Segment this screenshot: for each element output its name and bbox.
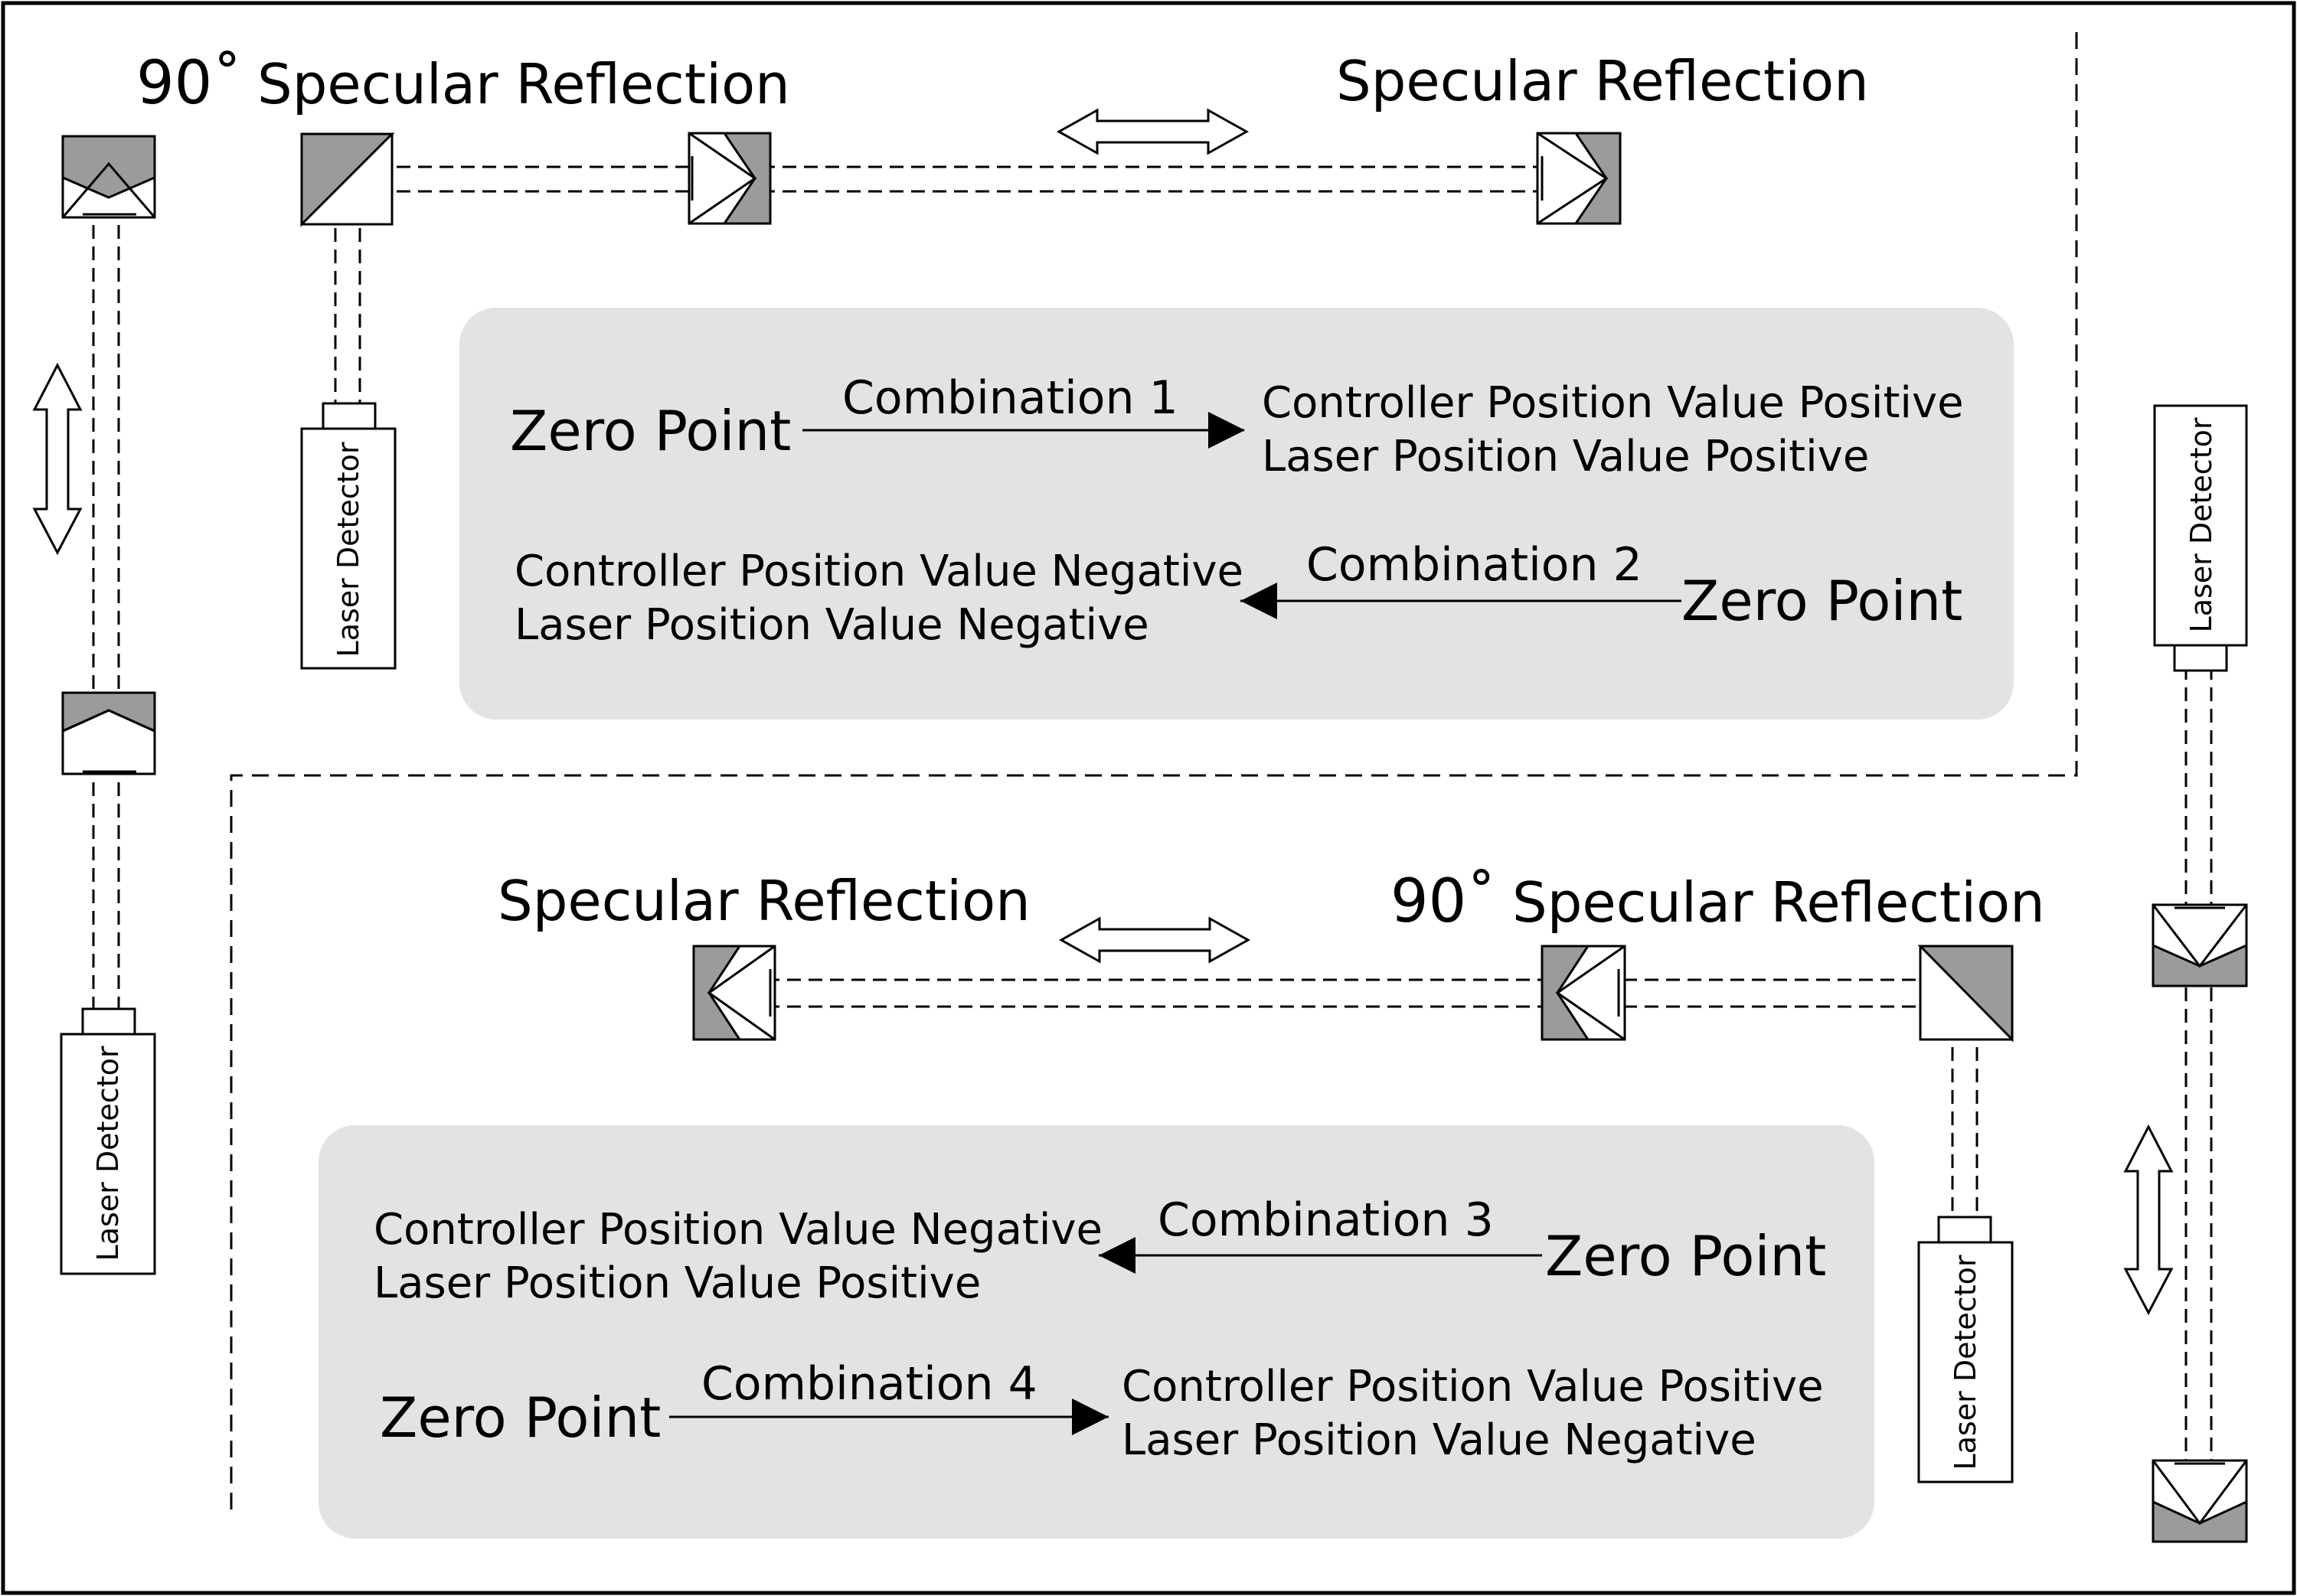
arrowhead-combination-1 — [1208, 412, 1245, 449]
info-panel-top — [459, 308, 2014, 720]
zero-point-combination-1: Zero Point — [510, 399, 791, 463]
double-arrow-horizontal-top — [1056, 108, 1250, 155]
retro-prism-fixed-top — [1536, 132, 1622, 225]
laser-detector-label: Laser Detector — [1949, 1255, 1982, 1470]
degree-label-top: 90˚ — [136, 49, 242, 118]
combination-3-label: Combination 3 — [1158, 1193, 1494, 1247]
combination-4-label: Combination 4 — [701, 1357, 1037, 1411]
laser-detector-right: Laser Detector — [2153, 404, 2248, 672]
laser-detector-label: Laser Detector — [91, 1046, 125, 1261]
zero-point-combination-4: Zero Point — [380, 1385, 661, 1450]
laser-detector-label: Laser Detector — [332, 442, 365, 657]
beam-splitter-90-bottom — [1917, 945, 2014, 1043]
double-arrow-vertical-left — [32, 362, 83, 556]
arrowhead-combination-2 — [1240, 583, 1277, 619]
retro-prism-moving-bottom — [1541, 945, 1626, 1041]
specular-reflection-label-bottom-right: Specular Reflection — [1512, 870, 2045, 935]
degree-label-bottom: 90˚ — [1390, 867, 1496, 936]
combination-2-laser: Laser Position Value Negative — [515, 600, 1149, 650]
arrowhead-combination-3 — [1099, 1237, 1135, 1274]
laser-beam-bottom-vertical — [1951, 1026, 1978, 1217]
laser-beam-top-horizontal — [354, 165, 1596, 193]
laser-beam-bottom-horizontal — [766, 978, 1975, 1008]
combination-3-laser: Laser Position Value Positive — [374, 1258, 981, 1308]
double-arrow-vertical-right — [2123, 1124, 2174, 1316]
arrowhead-combination-4 — [1072, 1399, 1109, 1435]
double-arrow-horizontal-bottom — [1058, 916, 1251, 964]
combination-1-laser: Laser Position Value Positive — [1262, 432, 1869, 481]
beam-splitter-90-top — [300, 132, 395, 227]
combination-4-controller: Controller Position Value Positive — [1122, 1362, 1824, 1412]
zero-point-combination-3: Zero Point — [1545, 1224, 1826, 1288]
combination-3-controller: Controller Position Value Negative — [374, 1205, 1103, 1255]
laser-detector-top: Laser Detector — [300, 402, 397, 670]
combination-1-controller: Controller Position Value Positive — [1262, 378, 1964, 428]
laser-beam-left-vertical — [92, 161, 120, 1010]
specular-reflection-label-top-right: Specular Reflection — [1336, 49, 1869, 113]
combination-4-laser: Laser Position Value Negative — [1122, 1415, 1756, 1465]
retro-prism-right-bottom — [2152, 1459, 2248, 1543]
combination-1-label: Combination 1 — [842, 371, 1178, 425]
combination-2-controller: Controller Position Value Negative — [515, 547, 1243, 596]
laser-detector-label: Laser Detector — [2184, 417, 2218, 632]
retro-prism-right-moving — [2152, 903, 2248, 987]
laser-detector-bottom: Laser Detector — [1917, 1216, 2014, 1483]
info-panel-bottom — [319, 1125, 1874, 1539]
zero-point-combination-2: Zero Point — [1681, 569, 1962, 633]
laser-beam-right-vertical — [2184, 666, 2213, 1516]
specular-reflection-label-bottom-left: Specular Reflection — [498, 869, 1031, 933]
laser-beam-top-vertical — [334, 207, 361, 410]
retro-prism-left-top — [61, 135, 156, 219]
divider-line-top — [230, 32, 2078, 1512]
retro-prism-left-moving — [61, 691, 156, 775]
retro-prism-moving-top — [688, 132, 772, 225]
specular-reflection-label-top-left: Specular Reflection — [257, 52, 790, 116]
laser-detector-left: Laser Detector — [60, 1007, 156, 1275]
retro-prism-fixed-bottom — [692, 945, 776, 1041]
combination-2-label: Combination 2 — [1306, 538, 1642, 592]
